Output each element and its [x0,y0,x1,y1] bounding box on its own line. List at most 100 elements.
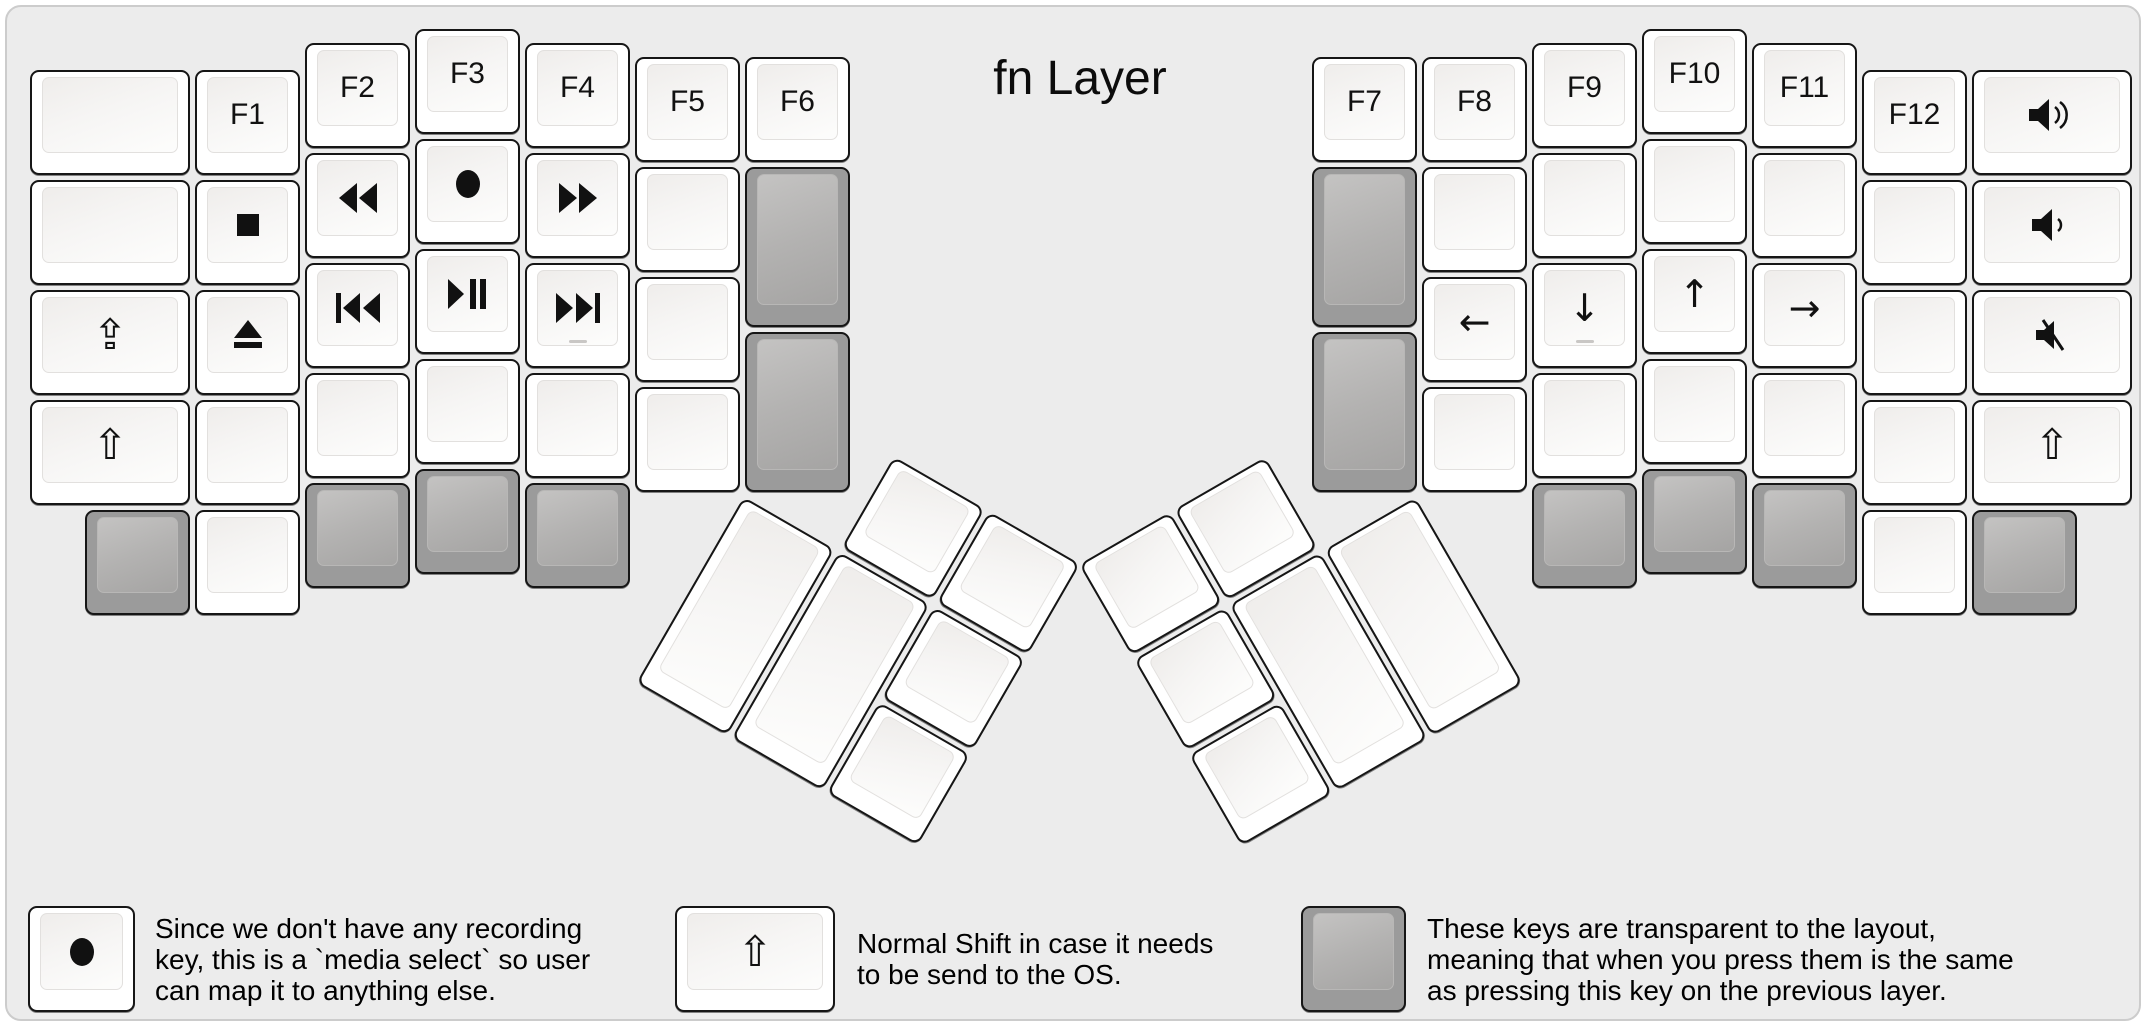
key-f6[interactable]: F6 [745,56,850,162]
key-shift-right[interactable]: ⇧ [1972,400,2132,506]
keycap-surface [1544,379,1625,456]
keycap-surface [647,283,728,360]
keycap-surface: ⇧ [1984,407,2120,484]
key-prev-track[interactable] [305,262,410,368]
key-transparent[interactable] [1972,510,2077,616]
key-label: ← [1458,299,1491,344]
key-blank[interactable] [1422,386,1527,492]
key-blank[interactable] [1862,290,1967,396]
key-label: ↑ [1678,272,1711,316]
key-rewind[interactable] [305,152,410,258]
record-icon [453,168,483,200]
key-transparent[interactable] [1532,482,1637,588]
keycap-surface [317,379,398,456]
keycap-surface [1188,469,1297,576]
key-arrow-right[interactable]: → [1752,262,1857,368]
keycap-surface [1874,517,1955,594]
legend-transparent-key[interactable] [1301,906,1406,1012]
keycap-surface [317,489,398,566]
key-arrow-left[interactable]: ← [1422,276,1527,382]
key-blank[interactable] [1532,372,1637,478]
key-volume-down[interactable] [1972,180,2132,286]
key-blank[interactable] [1642,359,1747,464]
keycap-surface [1984,517,2065,594]
key-blank[interactable] [1642,139,1747,244]
key-next-track[interactable] [525,262,630,368]
key-f2[interactable]: F2 [305,42,410,148]
key-f7[interactable]: F7 [1312,56,1417,162]
keycap-surface [1434,173,1515,250]
key-blank[interactable] [305,372,410,478]
key-f1[interactable]: F1 [195,70,300,176]
key-transparent[interactable] [305,482,410,588]
key-blank[interactable] [195,510,300,616]
key-f9[interactable]: F9 [1532,42,1637,148]
key-f11[interactable]: F11 [1752,42,1857,148]
keycap-surface [1874,187,1955,264]
key-label: F8 [1456,84,1492,118]
key-f3[interactable]: F3 [415,29,520,134]
key-label: F1 [229,98,265,132]
keycap-surface [862,468,972,575]
keycap-surface [1544,159,1625,236]
key-fast-forward[interactable] [525,152,630,258]
key-blank[interactable] [30,180,190,286]
key-f4[interactable]: F4 [525,42,630,148]
key-transparent[interactable] [1312,166,1417,327]
key-transparent[interactable] [745,331,850,492]
key-blank[interactable] [415,359,520,464]
key-caps-lock[interactable]: ⇪ [30,290,190,396]
key-stop[interactable] [195,180,300,286]
key-transparent[interactable] [745,166,850,327]
key-transparent[interactable] [525,482,630,588]
keycap-surface [1313,913,1394,990]
key-transparent[interactable] [415,469,520,574]
key-f8[interactable]: F8 [1422,56,1527,162]
key-transparent[interactable] [1752,482,1857,588]
key-volume-up[interactable] [1972,70,2132,176]
key-blank[interactable] [635,276,740,382]
key-arrow-up[interactable]: ↑ [1642,249,1747,354]
key-f10[interactable]: F10 [1642,29,1747,134]
key-f12[interactable]: F12 [1862,70,1967,176]
key-blank[interactable] [1532,152,1637,258]
keycap-surface [1984,297,2120,374]
key-blank[interactable] [1862,180,1967,286]
key-blank[interactable] [30,70,190,176]
legend-shift-key[interactable]: ⇧ [675,906,835,1012]
key-blank[interactable] [525,372,630,478]
key-transparent[interactable] [85,510,190,616]
key-transparent[interactable] [1642,469,1747,574]
key-blank[interactable] [1862,510,1967,616]
keycap-surface [1654,366,1735,442]
key-mute[interactable] [1972,290,2132,396]
key-f5[interactable]: F5 [635,56,740,162]
key-eject[interactable] [195,290,300,396]
key-blank[interactable] [1752,152,1857,258]
keycap-surface: ← [1434,283,1515,360]
key-transparent[interactable] [1312,331,1417,492]
key-arrow-down[interactable]: ↓ [1532,262,1637,368]
keycap-surface [1764,159,1845,236]
key-blank[interactable] [195,400,300,506]
key-blank[interactable] [1422,166,1527,272]
key-shift-left[interactable]: ⇧ [30,400,190,506]
key-blank[interactable] [1752,372,1857,478]
legend-record-key[interactable] [28,906,135,1012]
keycap-surface [1654,146,1735,222]
key-label: F9 [1566,70,1602,104]
keycap-surface: F10 [1654,36,1735,112]
legend-note-line: as pressing this key on the previous lay… [1427,974,1947,1006]
key-label: ⇧ [92,420,128,470]
key-blank[interactable] [635,386,740,492]
key-blank[interactable] [1862,400,1967,506]
key-record[interactable] [415,139,520,244]
keycap-surface [42,187,178,264]
keycap-surface [537,489,618,566]
key-label: ⇧ [2034,420,2070,470]
keycap-surface [207,297,288,374]
key-blank[interactable] [635,166,740,272]
key-play-pause[interactable] [415,249,520,354]
homing-bar [1575,339,1594,343]
